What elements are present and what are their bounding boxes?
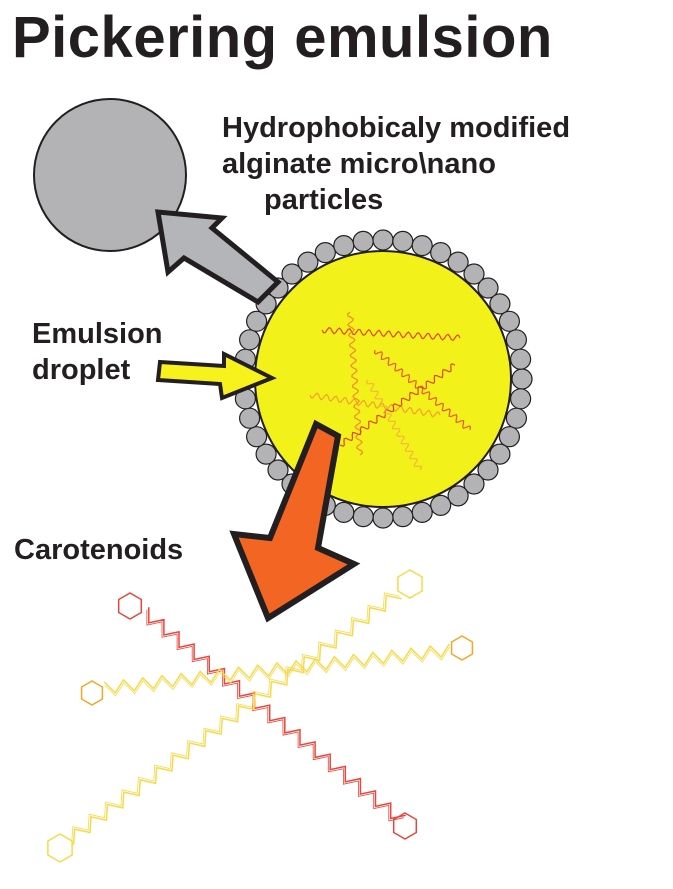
ring: [397, 569, 423, 599]
shell-particle: [297, 251, 319, 273]
shell-particle: [463, 473, 485, 495]
shell-particle: [447, 485, 469, 507]
droplet-chain: [309, 392, 441, 418]
chain-double-bond: [146, 609, 404, 822]
shell-particle: [246, 426, 268, 448]
label-particles-line-3: particles: [264, 184, 384, 216]
label-droplet-line-2: droplet: [32, 354, 131, 386]
shell-particle: [352, 505, 374, 528]
shell-particle: [489, 293, 511, 315]
ring: [47, 833, 73, 863]
shell-particle: [477, 277, 499, 299]
ring: [392, 812, 418, 840]
droplet-chain: [373, 349, 472, 431]
shell-particle: [509, 388, 532, 410]
shell-particle: [392, 230, 414, 252]
carotenoid-molecules: [47, 569, 474, 863]
label-carotenoids: Carotenoids: [14, 534, 184, 566]
chain-double-bond: [104, 646, 451, 697]
shell-particle: [498, 426, 520, 448]
shell-particle: [509, 348, 532, 370]
shell-particle: [411, 501, 433, 524]
droplet-carotenoid-chains: [309, 311, 472, 471]
shell-particle: [267, 459, 289, 481]
arrow-to-carotenoids: [229, 419, 361, 623]
ring: [450, 635, 474, 661]
label-droplet-line-1: Emulsion: [32, 318, 163, 350]
shell-particle: [333, 501, 355, 524]
shell-particle: [498, 310, 520, 332]
shell-particle: [511, 368, 533, 390]
droplet-chain: [321, 326, 461, 342]
droplet-chain: [339, 363, 456, 447]
page-title: Pickering emulsion: [12, 5, 553, 70]
shell-particle: [352, 230, 374, 252]
shell-particle: [239, 407, 261, 429]
shell-particle: [281, 263, 303, 285]
ring: [117, 592, 143, 620]
shell-particle: [411, 235, 433, 257]
shell-particle: [392, 505, 414, 528]
chain: [72, 594, 402, 845]
chain: [148, 607, 406, 820]
particle-enlarged: [33, 98, 187, 252]
shell-particle: [463, 263, 485, 285]
shell-particle: [447, 251, 469, 273]
shell-particle: [372, 229, 394, 251]
arrow-to-particle: [155, 209, 282, 306]
label-particles: Hydrophobicaly modified alginate micro\n…: [222, 110, 672, 218]
shell-particle: [505, 329, 528, 351]
droplet-chain: [365, 379, 423, 471]
emulsion-droplet: [254, 250, 512, 508]
label-particles-line-2: alginate micro\nano: [222, 148, 496, 180]
chain: [103, 643, 450, 695]
shell-particle: [255, 443, 277, 465]
shell-particle: [246, 310, 268, 332]
shell-particle: [430, 494, 452, 516]
shell-particle: [314, 242, 336, 264]
shell-particle: [430, 242, 452, 264]
shell-particle: [239, 329, 261, 351]
particle-shell: [233, 229, 533, 529]
label-particles-line-1: Hydrophobicaly modified: [222, 112, 571, 144]
shell-particle: [333, 235, 355, 257]
ring: [80, 680, 104, 706]
shell-particle: [505, 407, 528, 429]
shell-particle: [489, 443, 511, 465]
chain-double-bond: [71, 592, 400, 843]
arrow-to-droplet: [155, 350, 277, 401]
shell-particle: [477, 459, 499, 481]
shell-particle: [372, 507, 394, 529]
label-droplet: Emulsion droplet: [32, 316, 232, 388]
